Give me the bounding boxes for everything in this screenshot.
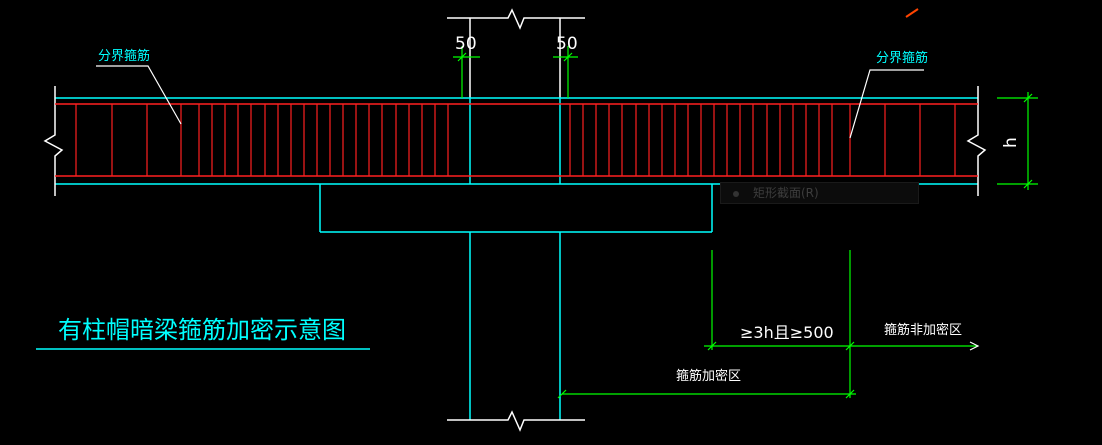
tooltip-text: 矩形截面(R) bbox=[753, 186, 819, 200]
beam-left-break bbox=[43, 86, 64, 196]
stirrups bbox=[75, 104, 956, 176]
upper-column bbox=[447, 8, 585, 98]
longitudinal-rebars bbox=[55, 103, 978, 177]
bullet-icon bbox=[733, 190, 739, 197]
beam-right-break bbox=[966, 86, 987, 196]
lower-column-break bbox=[447, 410, 585, 432]
dim-50-left-label: 50 bbox=[455, 34, 477, 54]
dense-zone-label: 箍筋加密区 bbox=[676, 368, 741, 384]
cursor-mark bbox=[905, 8, 919, 18]
non-dense-zone-label: 箍筋非加密区 bbox=[884, 322, 962, 338]
dense-zone-dimension bbox=[704, 250, 978, 398]
dim-50-right-label: 50 bbox=[556, 34, 578, 54]
diagram-title: 有柱帽暗梁箍筋加密示意图 bbox=[58, 316, 346, 344]
stirrup-left-label: 分界箍筋 bbox=[98, 48, 150, 64]
stirrup-right-leader bbox=[849, 69, 924, 139]
dimension-50-right bbox=[553, 46, 578, 98]
dense-rule-label: ≥3h且≥500 bbox=[740, 323, 834, 342]
dense-zone-line bbox=[557, 389, 856, 399]
section-tooltip: 矩形截面(R) bbox=[720, 182, 919, 204]
stirrup-left-leader bbox=[96, 65, 182, 125]
non-dense-arrowhead bbox=[969, 341, 980, 351]
dimension-h bbox=[997, 92, 1038, 190]
dimension-50-left bbox=[453, 46, 480, 98]
dim-h-label: h bbox=[1001, 137, 1021, 148]
stirrup-right-label: 分界箍筋 bbox=[876, 50, 928, 66]
beam-outline bbox=[55, 97, 978, 420]
